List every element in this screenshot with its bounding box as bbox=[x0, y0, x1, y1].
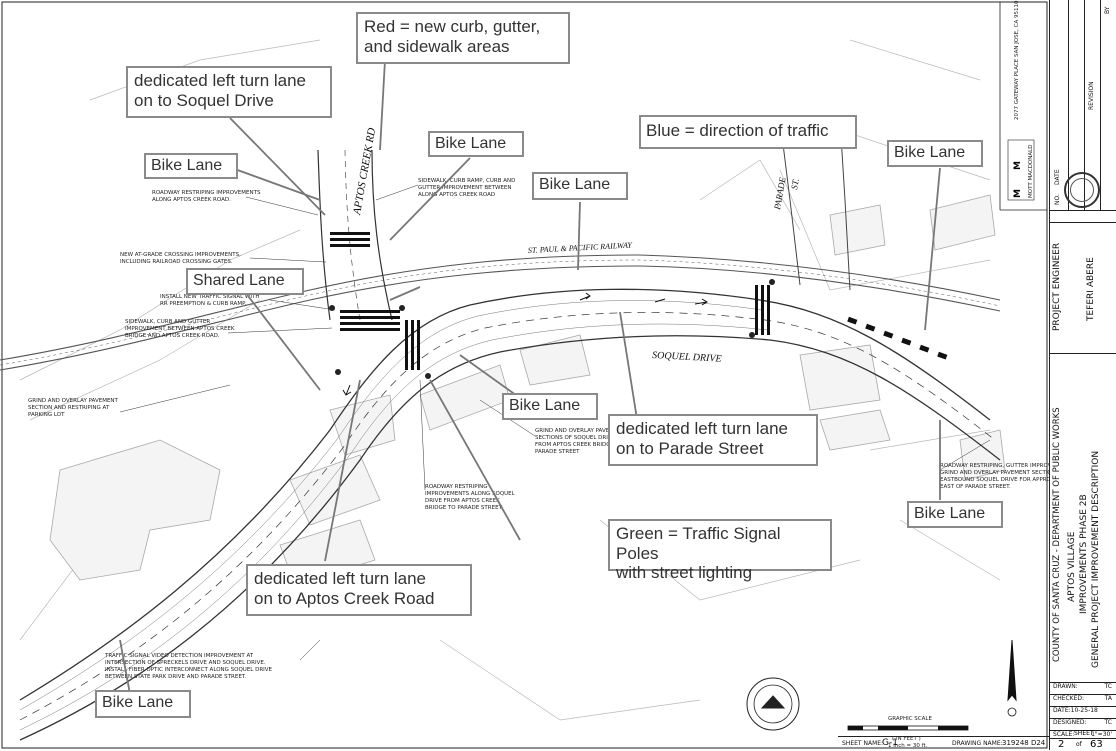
callout-left-turn-parade: dedicated left turn lane on to Parade St… bbox=[608, 414, 818, 466]
drawing-name-label: DRAWING NAME: bbox=[952, 740, 1003, 747]
callout-bike-lane-4: Bike Lane bbox=[887, 140, 983, 167]
project-engineer-name: TEFERI ABERE bbox=[1086, 257, 1096, 321]
sheet-name-value: G-1 bbox=[882, 738, 898, 748]
callout-left-turn-aptos: dedicated left turn lane on to Aptos Cre… bbox=[246, 564, 472, 616]
engineer-block: PROJECT ENGINEER TEFERI ABERE bbox=[1050, 222, 1116, 354]
crosswalks bbox=[330, 232, 770, 370]
scale-ratio: 1 inch = 30 ft. bbox=[888, 743, 928, 749]
parking-stripes bbox=[847, 316, 948, 360]
callout-left-turn-soquel: dedicated left turn lane on to Soquel Dr… bbox=[126, 66, 332, 118]
scale-cell: SCALE:1"=30' bbox=[1050, 730, 1116, 738]
railway bbox=[0, 254, 1001, 371]
note-video-detection: TRAFFIC SIGNAL VIDEO DETECTION IMPROVEME… bbox=[104, 653, 273, 680]
rev-by-label: BY bbox=[1104, 6, 1111, 14]
callout-bike-lane-7: Bike Lane bbox=[95, 690, 191, 718]
firm-name: MOTT MACDONALD bbox=[1028, 145, 1034, 198]
railway-label: ST. PAUL & PACIFIC RAILWAY bbox=[528, 240, 634, 255]
north-arrow bbox=[1007, 639, 1017, 717]
parade-st-label-1: PARADE bbox=[772, 176, 788, 212]
checked-cell: CHECKED:TA bbox=[1050, 694, 1116, 706]
rev-revision-label: REVISION bbox=[1088, 81, 1095, 110]
firm-logo: M M bbox=[1007, 139, 1035, 201]
svg-text:M: M bbox=[1013, 189, 1023, 198]
designed-cell: DESIGNED:TC bbox=[1050, 718, 1116, 730]
callout-shared-lane: Shared Lane bbox=[186, 268, 304, 295]
callout-pointers bbox=[119, 59, 941, 695]
callout-bike-lane-1: Bike Lane bbox=[144, 153, 238, 179]
scale-title: GRAPHIC SCALE bbox=[888, 716, 932, 722]
engineer-seal bbox=[1064, 172, 1100, 208]
soquel-drive-label: SOQUEL DRIVE bbox=[652, 350, 722, 365]
project-title-2: IMPROVEMENTS PHASE 2B bbox=[1079, 494, 1089, 614]
drawn-cell: DRAWN:TC bbox=[1050, 682, 1116, 694]
scale-unit: ( IN FEET ) bbox=[892, 736, 921, 742]
sheet-border bbox=[1, 1, 1048, 749]
date-cell: DATE:10-25-18 bbox=[1050, 706, 1116, 718]
callout-bike-lane-2: Bike Lane bbox=[428, 131, 524, 157]
callout-bike-lane-5: Bike Lane bbox=[502, 393, 598, 420]
callout-green-legend: Green = Traffic Signal Poles with street… bbox=[608, 519, 832, 582]
seal-block bbox=[1050, 150, 1116, 220]
soquel-drive-road bbox=[19, 288, 1001, 741]
note-at-grade-crossing: NEW AT-GRADE CROSSING IMPROVEMENTS,INCLU… bbox=[120, 252, 241, 265]
project-title-block: COUNTY OF SANTA CRUZ - DEPARTMENT OF PUB… bbox=[1050, 352, 1116, 682]
callout-blue-legend: Blue = direction of traffic bbox=[639, 115, 857, 149]
drawing-name-value: 319248 D24 bbox=[1002, 739, 1046, 747]
project-title-3: GENERAL PROJECT IMPROVEMENT DESCRIPTION bbox=[1091, 450, 1101, 668]
buildings bbox=[49, 194, 1006, 586]
note-eastbound-restriping: ROADWAY RESTRIPING, GUTTER IMPROVEMENT A… bbox=[940, 463, 1090, 490]
callout-red-legend: Red = new curb, gutter, and sidewalk are… bbox=[356, 12, 570, 64]
sheet-info-bar: SHEET NAME: G-1 DRAWING NAME: 319248 D24 bbox=[838, 736, 1050, 750]
agency-title: COUNTY OF SANTA CRUZ - DEPARTMENT OF PUB… bbox=[1052, 407, 1062, 662]
revision-header: NO. DATE REVISION BY bbox=[1050, 0, 1116, 211]
graphic-scale-bar bbox=[847, 725, 969, 731]
note-leaders bbox=[119, 184, 991, 661]
project-title-1: APTOS VILLAGE bbox=[1067, 531, 1077, 602]
aptos-creek-road bbox=[317, 149, 393, 321]
county-seal bbox=[746, 677, 800, 731]
road-arrows bbox=[342, 292, 708, 396]
sheet-number-cell: SHEET 2 of 63 bbox=[1050, 730, 1116, 751]
sheet-name-label: SHEET NAME: bbox=[842, 740, 884, 747]
project-engineer-label: PROJECT ENGINEER bbox=[1052, 242, 1062, 331]
firm-address: 2077 GATEWAY PLACE SAN JOSE, CA 95110 bbox=[1014, 0, 1020, 120]
title-block: NO. DATE REVISION BY PROJECT ENGINEER TE… bbox=[1049, 0, 1116, 750]
parade-st-label-2: ST. bbox=[789, 178, 801, 191]
callout-bike-lane-6: Bike Lane bbox=[907, 501, 1003, 528]
callout-bike-lane-3: Bike Lane bbox=[532, 172, 628, 200]
svg-text:M: M bbox=[1013, 161, 1023, 170]
